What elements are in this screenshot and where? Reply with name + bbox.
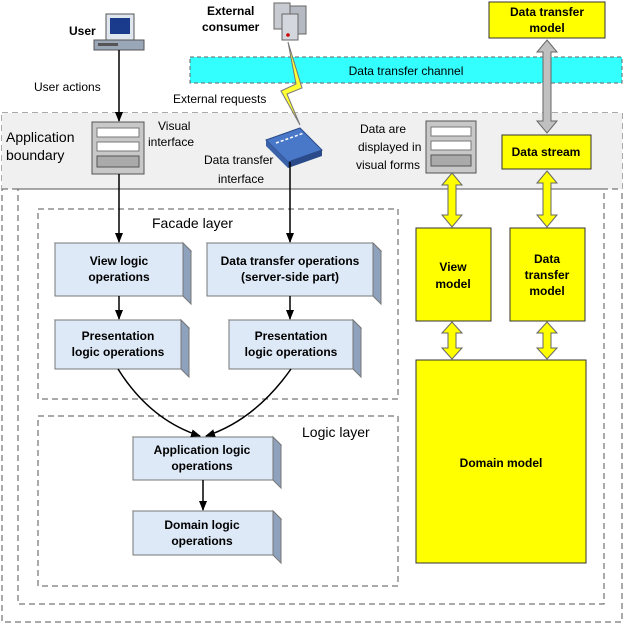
application-boundary-label-line2: boundary bbox=[6, 147, 64, 163]
application-logic-operations-box: Application logic operations bbox=[131, 435, 283, 490]
server-icon bbox=[273, 2, 307, 41]
computer-icon bbox=[93, 13, 145, 51]
external-dtm-label-line1: Data transfer bbox=[510, 5, 584, 19]
data-stream-label: Data stream bbox=[512, 145, 581, 159]
application-logic-label-line1: Application logic bbox=[154, 443, 251, 457]
external-consumer-label-line1: External bbox=[207, 4, 254, 18]
yellow-double-arrow-view-bottom bbox=[440, 321, 464, 360]
yellow-double-arrow-dtm-bottom bbox=[535, 321, 559, 360]
presentation-logic-operations-left-box: Presentation logic operations bbox=[53, 318, 191, 379]
data-displayed-label-line2: displayed in bbox=[358, 140, 421, 154]
presentation-left-label-line2: logic operations bbox=[72, 345, 165, 359]
network-switch-icon bbox=[265, 127, 323, 168]
inner-application-frame bbox=[17, 188, 605, 605]
domain-logic-label-line2: operations bbox=[171, 534, 233, 548]
view-model-label-line2: model bbox=[435, 277, 470, 291]
view-logic-label-line2: operations bbox=[88, 270, 150, 284]
dtm-label-line1: Data bbox=[534, 252, 560, 266]
presentation-logic-operations-right-box: Presentation logic operations bbox=[227, 318, 363, 379]
gray-double-arrow bbox=[535, 39, 559, 134]
data-transfer-model-box bbox=[509, 227, 586, 322]
data-transfer-interface-label-line1: Data transfer bbox=[204, 153, 273, 167]
application-boundary-label-line1: Application bbox=[6, 129, 75, 145]
data-transfer-interface-label-line2: interface bbox=[218, 172, 264, 186]
arrow-presentation-right-to-application bbox=[205, 368, 292, 438]
domain-logic-label-line1: Domain logic bbox=[164, 518, 240, 532]
view-logic-operations-box: View logic operations bbox=[53, 241, 193, 306]
view-model-label-line1: View bbox=[439, 260, 467, 274]
facade-layer-frame bbox=[37, 208, 399, 400]
facade-layer-label: Facade layer bbox=[152, 215, 233, 231]
external-requests-label: External requests bbox=[173, 92, 266, 106]
data-transfer-operations-box: Data transfer operations (server-side pa… bbox=[205, 241, 383, 306]
view-logic-label-line1: View logic bbox=[90, 254, 149, 268]
data-stream-box bbox=[501, 134, 592, 170]
logic-layer-label: Logic layer bbox=[302, 424, 370, 440]
logic-layer-frame bbox=[37, 415, 399, 587]
dtm-label-line3: model bbox=[529, 284, 564, 298]
dtm-label-line2: transfer bbox=[525, 268, 570, 282]
yellow-double-arrow-dtm-top bbox=[535, 170, 559, 228]
domain-model-label: Domain model bbox=[460, 456, 543, 470]
user-actions-label: User actions bbox=[34, 80, 101, 94]
presentation-right-label-line1: Presentation bbox=[255, 329, 328, 343]
data-transfer-ops-label-line1: Data transfer operations bbox=[221, 254, 360, 268]
data-transfer-channel-label: Data transfer channel bbox=[349, 64, 464, 78]
user-label: User bbox=[69, 24, 96, 38]
view-model-box bbox=[415, 227, 492, 322]
visual-interface-label-line2: interface bbox=[148, 135, 194, 149]
domain-logic-operations-box: Domain logic operations bbox=[131, 509, 283, 565]
arrow-presentation-left-to-application bbox=[117, 368, 201, 438]
domain-model-box bbox=[415, 359, 587, 564]
presentation-right-label-line2: logic operations bbox=[245, 345, 338, 359]
data-displayed-label-line1: Data are bbox=[360, 122, 406, 136]
external-data-transfer-model bbox=[488, 1, 606, 39]
data-displayed-label-line3: visual forms bbox=[356, 158, 420, 172]
visual-interface-label-line1: Visual bbox=[158, 119, 190, 133]
visual-interface-form-icon bbox=[91, 121, 145, 175]
external-consumer-label-line2: consumer bbox=[202, 20, 260, 34]
application-logic-label-line2: operations bbox=[171, 459, 233, 473]
external-dtm-label-line2: model bbox=[529, 21, 564, 35]
data-transfer-ops-label-line2: (server-side part) bbox=[241, 270, 339, 284]
lightning-bolt-icon bbox=[280, 41, 303, 126]
displayed-form-icon bbox=[425, 120, 477, 174]
yellow-double-arrow-view-top bbox=[440, 172, 464, 228]
presentation-left-label-line1: Presentation bbox=[82, 329, 155, 343]
